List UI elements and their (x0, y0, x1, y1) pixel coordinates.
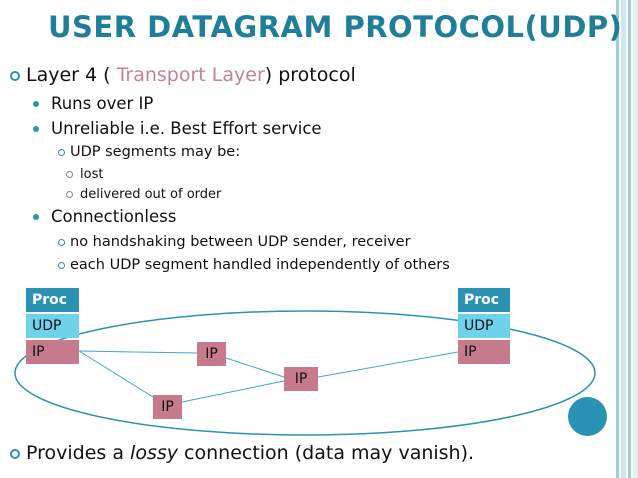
bullet-text: Unreliable i.e. Best Effort service (51, 119, 322, 138)
udp-layer: UDP (26, 314, 79, 338)
decor-stripe (616, 0, 619, 478)
ip-layer: IP (26, 340, 79, 364)
link-line (78, 350, 198, 354)
bullet-marker (58, 239, 65, 246)
bullet-marker (58, 262, 65, 269)
bullet-text: no handshaking between UDP sender, recei… (70, 234, 411, 250)
bullet-text: lost (80, 167, 104, 182)
bullet-text: ) protocol (264, 64, 356, 86)
bullet-marker (58, 149, 65, 156)
decor-circle (568, 397, 607, 436)
bullet-text: Connectionless (51, 207, 177, 226)
link-line (181, 380, 285, 403)
bullet-text: delivered out of order (80, 187, 222, 202)
proc-layer: Proc (26, 288, 79, 312)
bullet-text: UDP segments may be: (70, 144, 241, 160)
bullet-marker (66, 191, 73, 198)
bullet-text: connection (data may vanish). (178, 442, 475, 464)
link-line (78, 350, 154, 398)
link-line (317, 351, 459, 378)
decor-stripe (633, 0, 638, 478)
decor-stripe (621, 0, 626, 478)
slide-title: USER DATAGRAM PROTOCOL(UDP) (48, 10, 623, 44)
bullet-marker (33, 126, 39, 132)
ip-router: IP (153, 395, 182, 419)
link-line (225, 357, 285, 378)
ip-layer: IP (458, 340, 510, 364)
decor-stripe (628, 0, 631, 478)
transport-layer-text: Transport Layer (116, 64, 265, 86)
bullet-text: Layer 4 ( (26, 64, 117, 86)
bullet-marker (10, 449, 20, 459)
bullet-marker (10, 71, 20, 81)
udp-layer: UDP (458, 314, 510, 338)
proc-layer: Proc (458, 288, 510, 312)
ip-router: IP (284, 367, 318, 391)
bullet-text: Provides a (26, 442, 131, 464)
bullet-marker (33, 101, 39, 107)
bullet-text: each UDP segment handled independently o… (70, 257, 450, 273)
bullet-marker (33, 214, 39, 220)
ip-router: IP (197, 342, 226, 366)
lossy-text: lossy (130, 442, 178, 464)
bullet-marker (66, 171, 73, 178)
network-ellipse (14, 310, 596, 436)
bullet-text: Runs over IP (51, 94, 154, 113)
